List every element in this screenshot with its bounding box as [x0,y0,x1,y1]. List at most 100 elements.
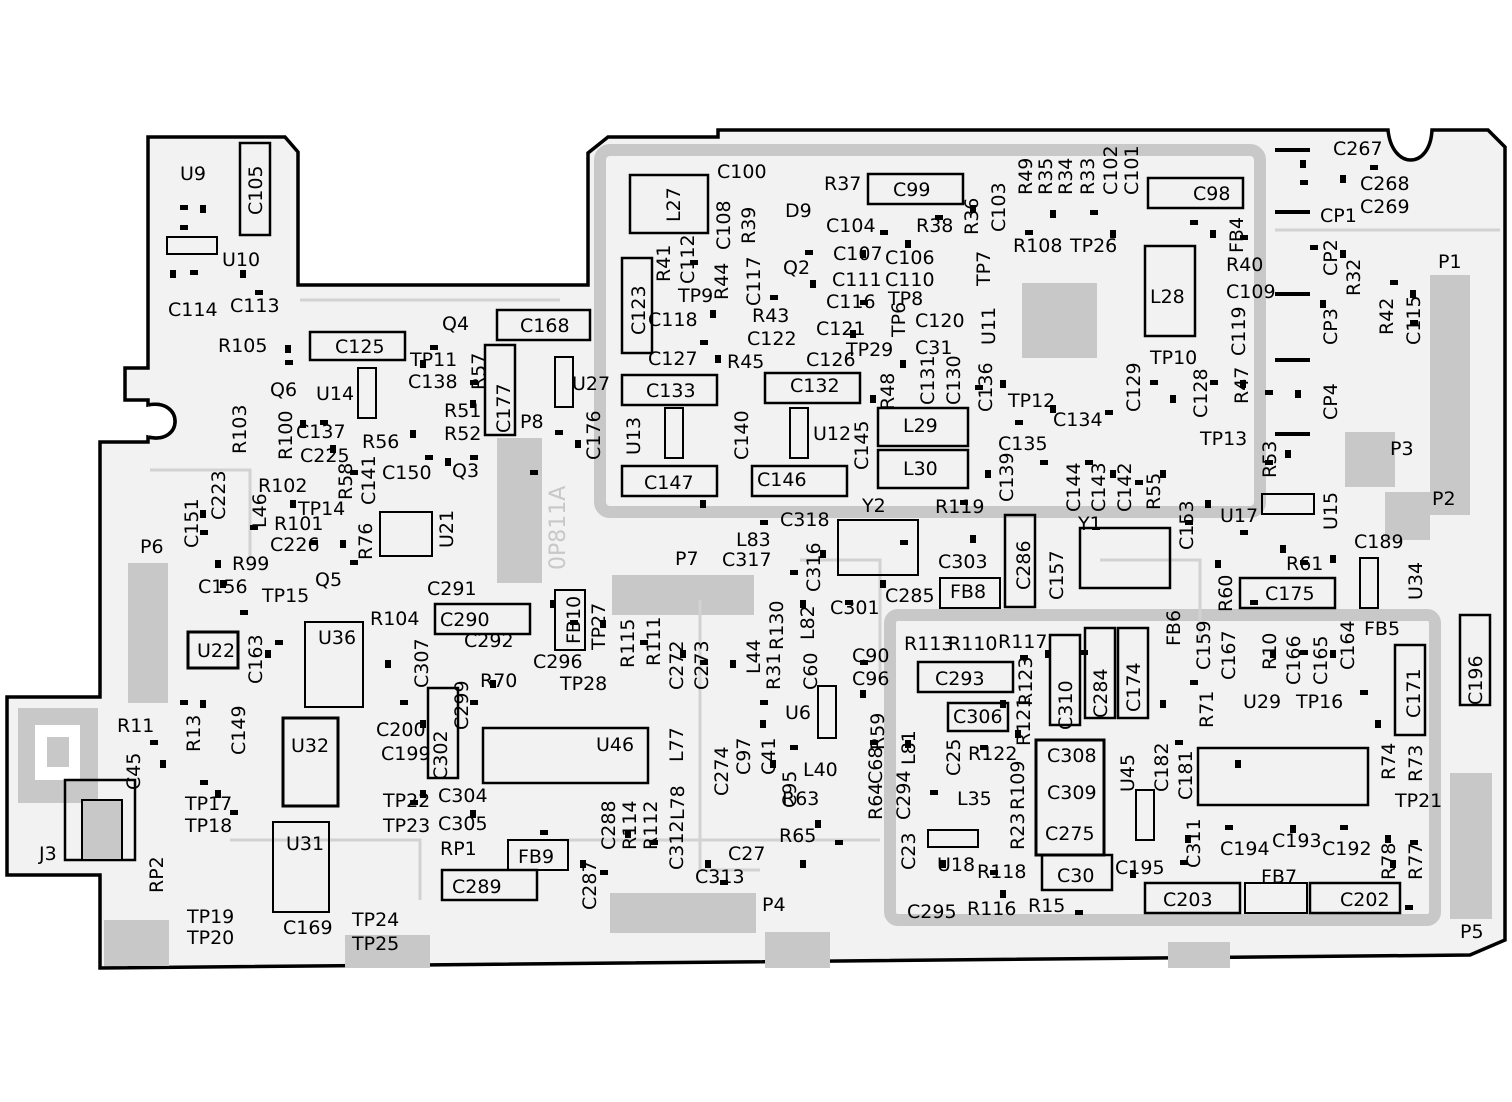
solder-pad [1330,555,1336,563]
refdes-r34: R34 [1055,158,1077,195]
refdes-u15: U15 [1320,492,1342,530]
solder-pad [350,470,358,475]
component-outlines [63,141,1492,915]
solder-pad [150,740,158,745]
solder-pad [1110,230,1116,238]
refdes-tp11: TP11 [409,349,457,371]
solder-pad [1330,650,1336,658]
solder-pad [1300,560,1308,565]
refdes-c141: C141 [358,455,380,505]
refdes-c103: C103 [988,182,1010,232]
refdes-r77: R77 [1405,843,1427,880]
refdes-c114: C114 [168,299,218,321]
part-cp-bar-4 [1275,432,1310,436]
refdes-c119: C119 [1228,306,1250,356]
refdes-c126: C126 [806,349,856,371]
refdes-q2: Q2 [783,257,810,279]
refdes-tp21: TP21 [1394,790,1442,812]
part-u14-body [357,367,377,419]
solder-pad [600,620,606,628]
part-c289-body [440,868,539,902]
refdes-fb6: FB6 [1163,610,1185,646]
refdes-tp29: TP29 [845,339,893,361]
refdes-p2: P2 [1432,488,1456,510]
solder-pad [340,540,346,548]
refdes-tp15: TP15 [261,585,309,607]
refdes-c112: C112 [677,234,699,284]
refdes-c313: C313 [695,866,745,888]
refdes-l40: L40 [803,759,838,781]
refdes-c304: C304 [438,785,488,807]
refdes-l83: L83 [736,529,771,551]
refdes-r38: R38 [916,215,953,237]
refdes-c120: C120 [915,310,965,332]
refdes-c272: C272 [666,640,688,690]
refdes-c146: C146 [757,469,807,491]
refdes-c290: C290 [440,609,490,631]
part-l30-body [876,448,970,490]
refdes-c164: C164 [1337,620,1359,670]
refdes-r108: R108 [1013,235,1062,257]
refdes-c147: C147 [644,472,694,494]
solder-pad [180,205,188,210]
refdes-c165: C165 [1310,635,1332,685]
part-c98-body [1146,176,1245,210]
part-c146-body [750,464,849,498]
refdes-u17: U17 [1220,505,1258,527]
refdes-c97: C97 [733,738,755,775]
refdes-c127: C127 [648,348,698,370]
refdes-l46: L46 [249,493,271,528]
solder-pad [410,800,418,805]
refdes-u18: U18 [937,854,975,876]
solder-pad [1235,760,1241,768]
ic-u46-body [481,726,650,785]
part-c286-body [1003,513,1037,609]
refdes-c303: C303 [938,551,988,573]
solder-pad [700,660,708,665]
refdes-c134: C134 [1053,409,1103,431]
part-c171-body [1393,643,1427,737]
solder-pad [575,440,581,448]
refdes-c301: C301 [830,597,880,619]
refdes-r37: R37 [824,173,861,195]
solder-pad [1180,860,1188,865]
refdes-c182: C182 [1151,742,1173,792]
refdes-rp2: RP2 [146,856,168,893]
part-j3-core [81,799,123,861]
refdes-r52: R52 [444,423,481,445]
refdes-r44: R44 [711,263,733,300]
refdes-c294: C294 [893,770,915,820]
refdes-l81: L81 [898,730,920,765]
solder-pad [250,525,258,530]
refdes-r73: R73 [1405,745,1427,782]
solder-pad [1015,420,1023,425]
refdes-c99: C99 [893,179,930,201]
refdes-r23: R23 [1007,813,1029,850]
solder-pad [1250,600,1258,605]
part-y1-body [1078,526,1172,590]
refdes-tp13: TP13 [1199,428,1247,450]
refdes-c296: C296 [533,651,583,673]
solder-pad [285,360,293,365]
rf-shield-region [594,144,1266,518]
solder-pad [1300,180,1308,185]
solder-pad [1105,410,1113,415]
refdes-c111: C111 [832,269,882,291]
refdes-y2: Y2 [861,495,886,517]
refdes-tp10: TP10 [1149,347,1197,369]
ic-u22-body [186,630,240,670]
solder-pad [1000,700,1006,708]
solder-pad [265,650,271,658]
solder-pad [1075,910,1083,915]
refdes-r33: R33 [1077,158,1099,195]
refdes-u32: U32 [291,735,329,757]
refdes-c167: C167 [1218,630,1240,680]
refdes-u11: U11 [978,307,1000,345]
refdes-r115: R115 [617,619,639,668]
ic-u29-body [1196,746,1370,807]
solder-pad [470,700,478,705]
refdes-rp1: RP1 [440,838,477,860]
solder-pad [980,745,988,750]
refdes-r109: R109 [1007,761,1029,810]
refdes-c45: C45 [123,753,145,790]
